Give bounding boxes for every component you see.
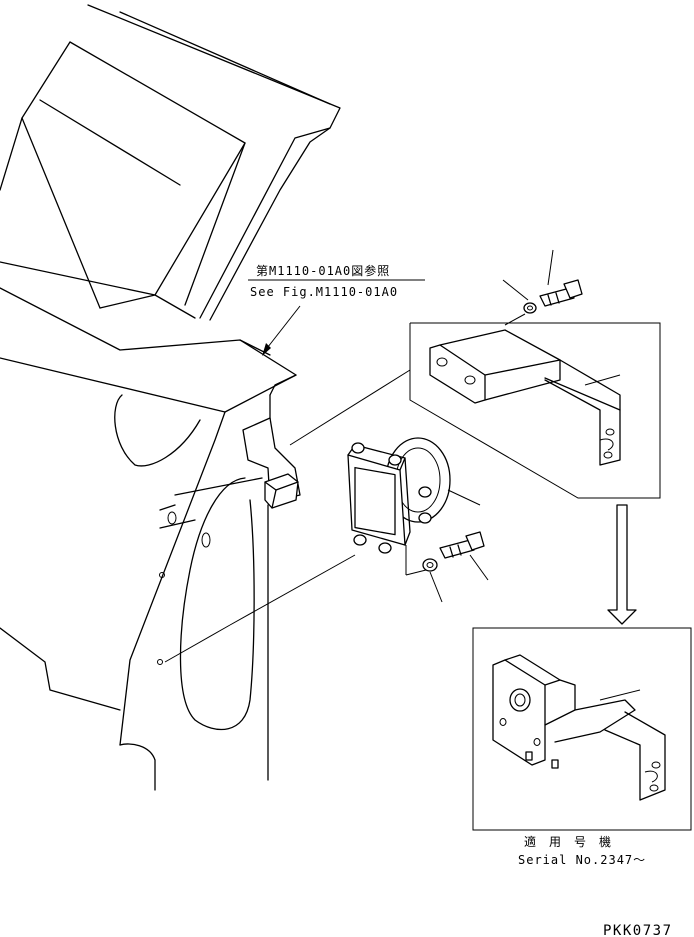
reference-leader: [248, 279, 425, 356]
bracket-detail-box: [289, 322, 661, 499]
applicability-jp: 適用号機: [524, 834, 612, 849]
applicability-serial: Serial No.2347～: [518, 853, 646, 867]
horn-assembly: [164, 437, 481, 663]
machine-body: [0, 4, 341, 791]
bolt-washer-top: [502, 249, 583, 326]
reference-note-en: See Fig.M1110-01A0: [250, 285, 398, 299]
arrow-down-icon: [607, 504, 637, 625]
bolt-washer-center: [405, 531, 489, 603]
modified-bracket-box: [472, 627, 692, 831]
reference-note-jp: 第M1110-01A0図参照: [256, 263, 390, 278]
drawing-code: PKK0737: [603, 923, 673, 937]
